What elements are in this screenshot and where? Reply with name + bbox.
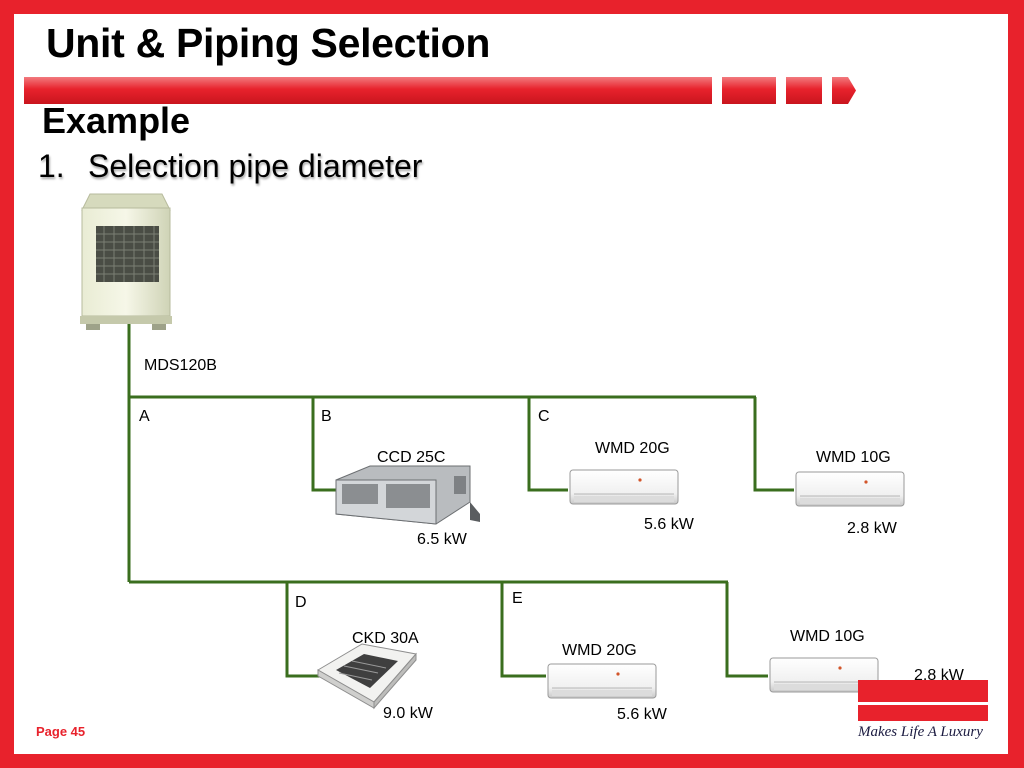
unit-model-wmd10g-bottom: WMD 10G xyxy=(790,628,865,645)
outdoor-condenser-unit-icon xyxy=(80,193,172,330)
header-bar-segment-1 xyxy=(722,77,776,104)
numbered-list-item: 1. Selection pipe diameter xyxy=(38,148,422,185)
branch-label-e: E xyxy=(512,590,523,607)
wall-mounted-unit-icon xyxy=(769,657,879,693)
branch-label-d: D xyxy=(295,594,307,611)
pipe-branch-d xyxy=(285,582,320,678)
unit-capacity-wmd10g-bottom: 2.8 kW xyxy=(914,667,964,684)
unit-model-wmd20g-bottom: WMD 20G xyxy=(562,642,637,659)
unit-model-ckd30a: CKD 30A xyxy=(352,630,419,647)
pipe-branch-e xyxy=(500,582,546,678)
unit-capacity-ccd25c: 6.5 kW xyxy=(417,531,467,548)
pipe-branch-bottom-end xyxy=(725,582,768,678)
slide-subtitle: Example xyxy=(42,100,191,141)
unit-model-wmd10g-top: WMD 10G xyxy=(816,449,891,466)
piping-diagram xyxy=(80,193,988,721)
unit-model-ccd25c: CCD 25C xyxy=(377,449,446,466)
wall-mounted-unit-icon xyxy=(569,469,679,505)
list-item-text: Selection pipe diameter xyxy=(88,148,423,184)
branch-label-a: A xyxy=(139,408,150,425)
unit-capacity-wmd20g-top: 5.6 kW xyxy=(644,516,694,533)
brand-tagline: Makes Life A Luxury xyxy=(858,724,983,740)
branch-label-c: C xyxy=(538,408,550,425)
wall-mounted-unit-icon xyxy=(795,471,905,507)
ceiling-concealed-duct-unit-icon xyxy=(335,465,480,525)
unit-model-wmd20g-top: WMD 20G xyxy=(595,440,670,457)
acson-international-logo xyxy=(858,680,988,721)
outdoor-unit-model: MDS120B xyxy=(144,357,217,374)
unit-capacity-wmd20g-bottom: 5.6 kW xyxy=(617,706,667,723)
header-bar-segment-2 xyxy=(786,77,822,104)
pipe-branch-b xyxy=(311,397,336,492)
page-number: Page 45 xyxy=(36,724,86,739)
pipe-branch-c xyxy=(527,397,568,492)
unit-capacity-ckd30a: 9.0 kW xyxy=(383,705,433,722)
unit-capacity-wmd10g-top: 2.8 kW xyxy=(847,520,897,537)
list-number: 1. xyxy=(38,148,65,184)
pipe-branch-top-end xyxy=(753,397,794,492)
refrigerant-pipes xyxy=(127,324,794,678)
branch-label-b: B xyxy=(321,408,332,425)
wall-mounted-unit-icon xyxy=(547,663,657,699)
cassette-unit-icon xyxy=(317,643,417,710)
header-bar-arrow xyxy=(832,77,856,104)
slide-canvas: Unit & Piping Selection Example 1. Select… xyxy=(14,14,1008,754)
slide-title: Unit & Piping Selection xyxy=(46,20,491,66)
header-bar-main xyxy=(24,77,712,104)
